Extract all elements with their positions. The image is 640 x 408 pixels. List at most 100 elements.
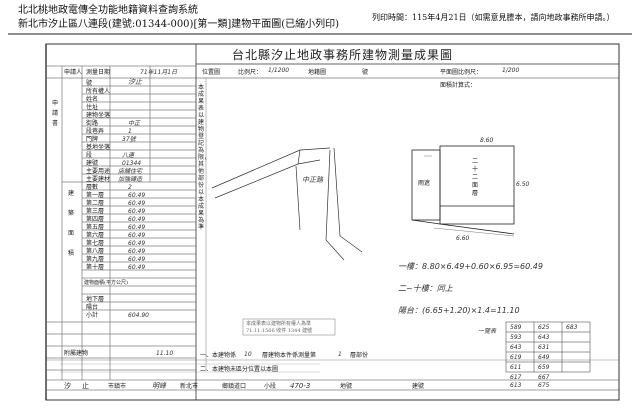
- bottom-cell: 明峰: [152, 382, 166, 390]
- road-label: 中正路: [302, 176, 323, 184]
- seal-line-1: 本成果表以建物所有權人為準: [246, 321, 312, 327]
- row-label: 建物坐落: [86, 112, 111, 119]
- floor-label: 第二層: [86, 200, 105, 207]
- subtotal-value: 604.90: [128, 312, 149, 319]
- sheet-label: 地籍圖: [308, 69, 327, 76]
- bottom-cell: 新北市: [180, 383, 199, 390]
- row-label: 基地坐落: [86, 144, 111, 151]
- plan-inner-char: 十: [472, 166, 479, 173]
- stats-cell: 625: [538, 324, 550, 331]
- subtotal-label: 小計: [86, 312, 99, 319]
- row-label: 門牌: [86, 136, 99, 143]
- note-1-tail: 層建物本件係測量第: [262, 352, 317, 359]
- stats-cell: 643: [538, 334, 550, 341]
- bottom-cell: 市鎮市: [108, 383, 127, 390]
- floor-label: 第七層: [86, 240, 105, 247]
- floor-value: 60.49: [128, 192, 146, 199]
- floor-label: 第九層: [86, 256, 105, 263]
- formula-3: 陽台：(6.65+1.20)×1.4=11.10: [398, 306, 520, 315]
- district-value: 汐止: [128, 78, 142, 86]
- stats-cell: 675: [538, 382, 550, 389]
- row-value: 1: [128, 128, 132, 135]
- section-char: 書: [52, 120, 59, 127]
- floor-value: 60.49: [128, 248, 146, 255]
- section-char: 積: [68, 250, 75, 257]
- floor-label: 第三層: [86, 208, 105, 215]
- stats-cell: 683: [566, 324, 578, 331]
- plan-inner-char: 二: [472, 158, 479, 165]
- stats-cell: 613: [510, 382, 522, 389]
- system-title: 北北桃地政電傳全功能地籍資料查詢系統: [18, 5, 198, 16]
- applicant-label: 申請人: [64, 69, 83, 76]
- stats-cell: 611: [510, 364, 522, 371]
- row-label: 層數: [86, 184, 99, 191]
- stats-cell: 649: [538, 354, 550, 361]
- stats-cell: 631: [538, 344, 550, 351]
- row-label: 主要建材: [86, 176, 111, 183]
- section-char: 請: [52, 110, 59, 117]
- survey-date-value: 71年11月1日: [140, 69, 178, 76]
- floor-label: 第六層: [86, 232, 105, 239]
- row-value: 37號: [122, 136, 136, 143]
- floor-label: 第八層: [86, 248, 105, 255]
- formula-2: 二~十樓：同上: [398, 284, 453, 293]
- number-label: 號: [86, 80, 93, 87]
- floor-value: 60.49: [128, 256, 146, 263]
- dim-bottom: 6.60: [456, 235, 470, 242]
- row-value: 八連: [122, 152, 135, 159]
- floor-value: 60.49: [128, 216, 146, 223]
- row-value: 2: [128, 184, 132, 191]
- document-title: 台北縣汐止地政事務所建物測量成果圖: [232, 48, 454, 62]
- sheet-no-label: 號: [362, 69, 369, 76]
- plan-inner-char: 二: [472, 174, 479, 181]
- stats-cell: 619: [510, 354, 522, 361]
- stats-cell: 659: [538, 364, 550, 371]
- section-char: 面: [68, 230, 75, 237]
- scale-label: 比例尺：: [238, 69, 263, 76]
- floor-label: 第十層: [86, 264, 105, 271]
- floor-value: 60.49: [128, 240, 146, 247]
- parcel-line: 新北市汐止區八連段(建號:01344-000)[第一類]建物平面圖(已縮小列印): [18, 19, 340, 30]
- dim-side: 6.50: [516, 181, 530, 188]
- floor-value: 60.49: [128, 208, 146, 215]
- vertical-stamp: 本成果表以建物登記為限，其他部份以本成果為準: [198, 84, 211, 231]
- area-section-label: 建物面積(平方公尺): [84, 280, 128, 286]
- row-value: 01344: [122, 160, 142, 167]
- row-value: 中正: [128, 120, 141, 127]
- floor-value: 60.49: [128, 232, 146, 239]
- area-formula-label: 面積計算式：: [440, 82, 477, 89]
- row-label: 段巷弄: [86, 128, 105, 135]
- bottom-cell: 止: [82, 382, 89, 390]
- formula-1: 一樓：8.80×6.49+0.60×6.95=60.49: [398, 262, 543, 271]
- row-label: 姓名: [86, 96, 99, 103]
- stats-cell: 667: [538, 374, 550, 381]
- note-1-end: 層部份: [350, 352, 369, 359]
- note-2: 二、本建物未區分位置以本圖: [200, 366, 279, 373]
- section-char: 築: [68, 210, 75, 217]
- floor-value: 60.49: [128, 224, 146, 231]
- bottom-cell: 汐: [64, 382, 71, 390]
- stats-cell: 589: [510, 324, 522, 331]
- bottom-cell: 小段: [264, 383, 277, 390]
- balcony-label: 陽台: [86, 304, 99, 311]
- row-label: 住址: [86, 104, 99, 111]
- plan-scale-value: 1/200: [502, 67, 520, 74]
- floor-label: 第四層: [86, 216, 105, 223]
- floor-value: 60.49: [128, 264, 146, 271]
- dim-top: 8.60: [480, 137, 494, 144]
- bottom-cell: 470-3: [290, 382, 311, 390]
- section-char: 申: [52, 100, 59, 107]
- bottom-cell: 建號: [412, 383, 425, 390]
- plan-scale-label: 平面圖比例尺：: [440, 69, 483, 76]
- note-1-value: 10: [244, 351, 252, 358]
- plan-sub-label: 雨遮: [418, 180, 431, 187]
- row-label: 所有權人: [86, 88, 111, 95]
- bottom-cell: 鄉鎮道口: [222, 383, 247, 390]
- stats-cell: 593: [510, 334, 522, 341]
- row-label: 段: [86, 152, 93, 159]
- floor-value: 60.49: [128, 200, 146, 207]
- note-1-floor: 1: [338, 351, 342, 358]
- plan-inner-char: 層: [472, 190, 479, 197]
- pending-label: 附屬建物: [64, 350, 89, 357]
